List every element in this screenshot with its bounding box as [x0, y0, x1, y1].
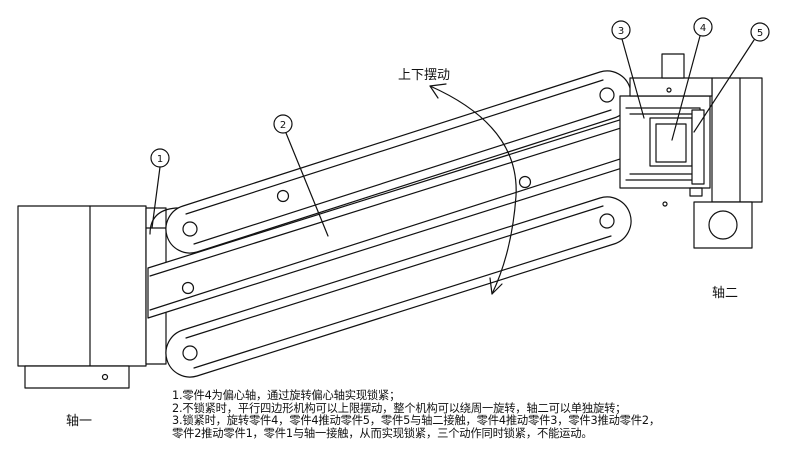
part4-eccentric-shaft [649, 117, 693, 167]
notes-block: 1.零件4为偏心轴，通过旋转偏心轴实现锁紧； 2.不锁紧时，平行四边形机构可以上… [172, 389, 660, 440]
part5-contact [691, 109, 705, 185]
shaft1-housing [17, 205, 167, 389]
callout-3-number: 3 [618, 26, 624, 37]
note-3: 3.锁紧时，旋转零件4，零件4推动零件5，零件5与轴二接触，零件4推动零件3，零… [172, 414, 660, 428]
shaft2-label: 轴二 [712, 286, 739, 301]
note-1: 1.零件4为偏心轴，通过旋转偏心轴实现锁紧； [172, 389, 401, 402]
shaft1-label: 轴一 [66, 414, 93, 429]
upper-link-bar [165, 70, 632, 254]
lower-link-bar [165, 175, 632, 378]
callout-3 [611, 20, 645, 119]
swing-arrow [429, 83, 517, 295]
part1-end-piece [149, 207, 181, 235]
callout-4 [671, 17, 713, 141]
callout-5-number: 5 [757, 28, 763, 39]
callout-4-number: 4 [700, 23, 706, 34]
note-2: 2.不锁紧时，平行四边形机构可以上限摆动，整个机构可以绕周一旋转，轴二可以单独旋… [172, 401, 627, 415]
callout-2 [273, 114, 329, 237]
callout-5 [693, 22, 770, 133]
callout-1 [150, 148, 170, 229]
callout-2-number: 2 [280, 120, 286, 131]
note-4: 零件2推动零件1，零件1与轴一接触，从而实现锁紧，三个动作同时锁紧，不能运动。 [172, 426, 593, 440]
motion-label: 上下摆动 [398, 68, 451, 83]
callout-1-number: 1 [157, 154, 163, 165]
